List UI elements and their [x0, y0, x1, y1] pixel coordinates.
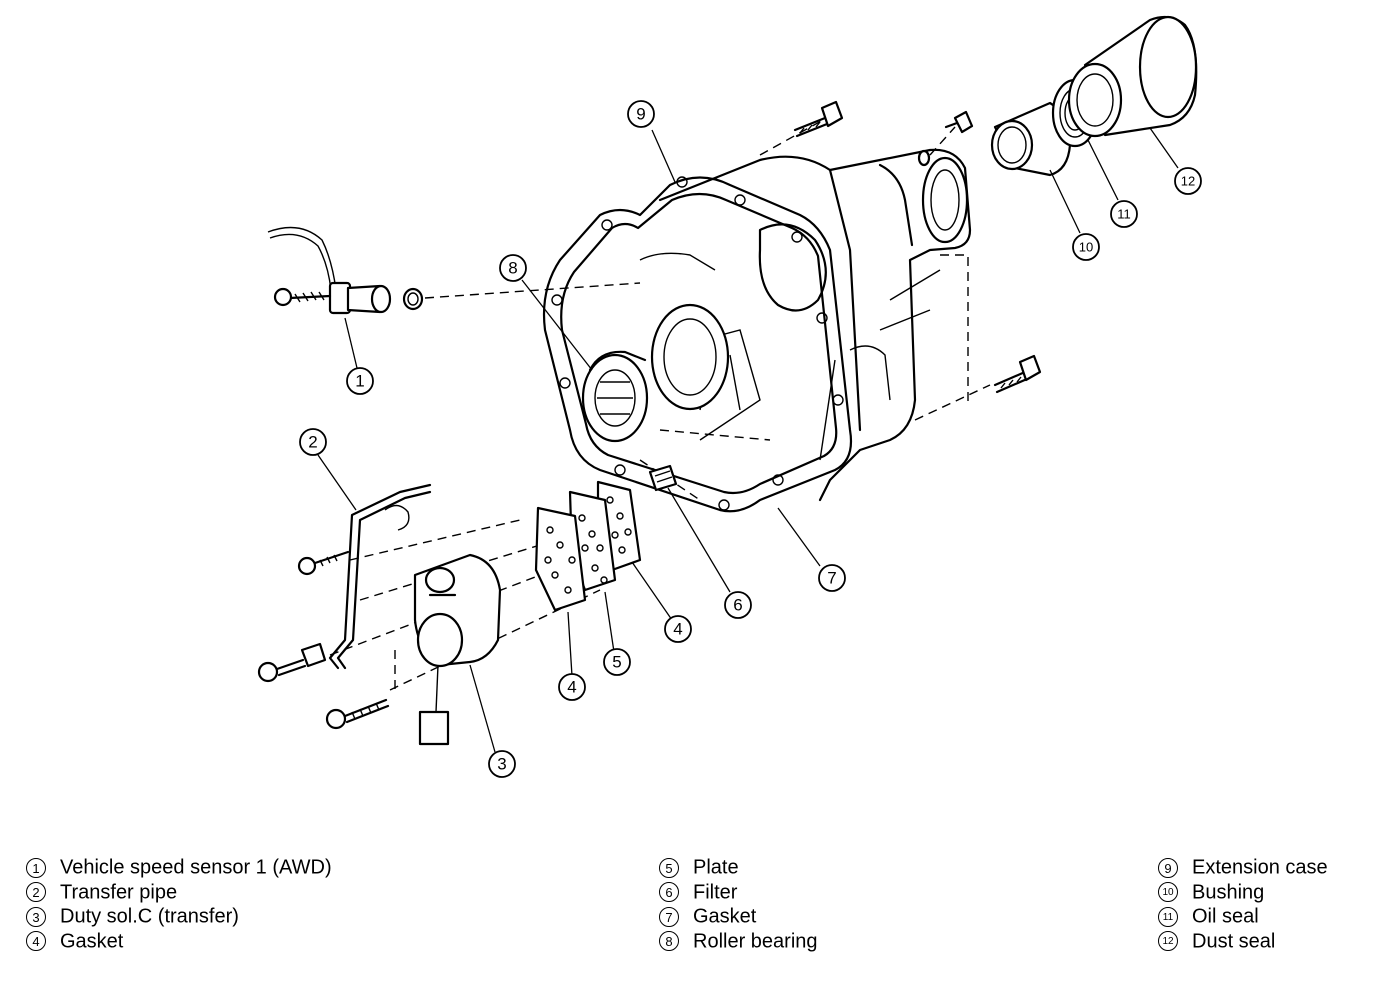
- legend-item: 2 Transfer pipe: [26, 880, 332, 905]
- callout-9-number: 9: [636, 105, 645, 124]
- legend-number: 7: [659, 906, 679, 927]
- callout-8-number: 8: [508, 259, 517, 278]
- filter-part: [648, 464, 731, 593]
- legend-label: Plate: [693, 856, 739, 879]
- legend-label: Extension case: [1192, 856, 1328, 879]
- callout-3-number: 3: [497, 755, 506, 774]
- callout-1-number: 1: [355, 372, 364, 391]
- extension-case-part: [639, 148, 972, 502]
- legend-label: Duty sol.C (transfer): [60, 905, 239, 928]
- case-gasket-part: [542, 176, 853, 513]
- legend-item: 1 Vehicle speed sensor 1 (AWD): [26, 855, 332, 880]
- roller-bearing-part: [521, 279, 730, 443]
- callout-6: 6: [724, 591, 752, 619]
- duty-solenoid-part: [413, 553, 502, 753]
- legend-label: Filter: [693, 880, 738, 903]
- legend-number: 3: [26, 906, 46, 927]
- callout-2: 2: [299, 428, 327, 456]
- callout-8: 8: [499, 254, 527, 282]
- legend-label: Gasket: [60, 929, 124, 952]
- legend-item: 9 Extension case: [1158, 855, 1328, 880]
- parts-legend: 1 Vehicle speed sensor 1 (AWD) 2 Transfer …: [0, 855, 1376, 975]
- bushing-part: [990, 101, 1081, 234]
- callout-11-number: 11: [1117, 207, 1131, 222]
- pipe-bolts: [257, 550, 390, 730]
- callout-6-number: 6: [733, 596, 742, 615]
- legend-number: 5: [659, 857, 679, 878]
- legend-column-2: 5 Plate 6 Filter 7 Gasket 8 Roller bearing: [659, 855, 818, 953]
- callout-1: 1: [346, 367, 374, 395]
- legend-label: Dust seal: [1192, 929, 1276, 952]
- legend-item: 7 Gasket: [659, 904, 818, 929]
- legend-item: 3 Duty sol.C (transfer): [26, 904, 332, 929]
- callout-4-upper: 4: [664, 615, 692, 643]
- legend-item: 8 Roller bearing: [659, 929, 818, 954]
- callout-10-number: 10: [1079, 240, 1093, 255]
- callout-4-upper-number: 4: [673, 620, 682, 639]
- legend-number: 8: [659, 931, 679, 952]
- callout-7: 7: [818, 564, 846, 592]
- legend-label: Bushing: [1192, 880, 1265, 903]
- legend-number: 1: [26, 857, 46, 878]
- callout-5: 5: [603, 648, 631, 676]
- callout-3: 3: [488, 750, 516, 778]
- callout-2-number: 2: [308, 433, 317, 452]
- transfer-pipe-part: [317, 454, 432, 670]
- legend-label: Oil seal: [1192, 905, 1259, 928]
- callout-7-number: 7: [827, 569, 836, 588]
- callout-5-number: 5: [612, 653, 621, 672]
- callout-10: 10: [1072, 233, 1100, 261]
- legend-number: 11: [1158, 906, 1178, 927]
- diagram-drawing: 1 2 3 4 5 4 6 7 8 9 10 11: [257, 15, 1202, 778]
- callout-9: 9: [627, 100, 655, 128]
- plates-and-gaskets-parts: [534, 480, 673, 677]
- callout-11: 11: [1110, 200, 1138, 228]
- legend-number: 6: [659, 882, 679, 903]
- legend-label: Gasket: [693, 905, 757, 928]
- legend-number: 12: [1158, 931, 1178, 952]
- vehicle-speed-sensor-part: [267, 226, 424, 369]
- legend-item: 4 Gasket: [26, 929, 332, 954]
- legend-item: 10 Bushing: [1158, 880, 1328, 905]
- callout-12-number: 12: [1181, 174, 1195, 189]
- legend-label: Roller bearing: [693, 929, 818, 952]
- legend-number: 9: [1158, 857, 1178, 878]
- legend-item: 6 Filter: [659, 880, 818, 905]
- leader-lines: [651, 129, 821, 567]
- legend-label: Transfer pipe: [60, 880, 178, 903]
- legend-column-1: 1 Vehicle speed sensor 1 (AWD) 2 Transfer …: [26, 855, 332, 953]
- legend-number: 4: [26, 931, 46, 952]
- legend-item: 11 Oil seal: [1158, 904, 1328, 929]
- legend-item: 12 Dust seal: [1158, 929, 1328, 954]
- legend-column-3: 9 Extension case 10 Bushing 11 Oil seal 12 D…: [1158, 855, 1328, 953]
- callout-12: 12: [1174, 167, 1202, 195]
- case-bolts: [793, 100, 1042, 394]
- dust-seal-part: [1067, 15, 1198, 169]
- exploded-parts-diagram: 1 2 3 4 5 4 6 7 8 9 10 11: [257, 15, 1202, 778]
- legend-item: 5 Plate: [659, 855, 818, 880]
- callout-4-lower: 4: [558, 673, 586, 701]
- legend-number: 10: [1158, 882, 1178, 903]
- callout-4-lower-number: 4: [567, 678, 576, 697]
- legend-number: 2: [26, 882, 46, 903]
- legend-label: Vehicle speed sensor 1 (AWD): [60, 856, 332, 879]
